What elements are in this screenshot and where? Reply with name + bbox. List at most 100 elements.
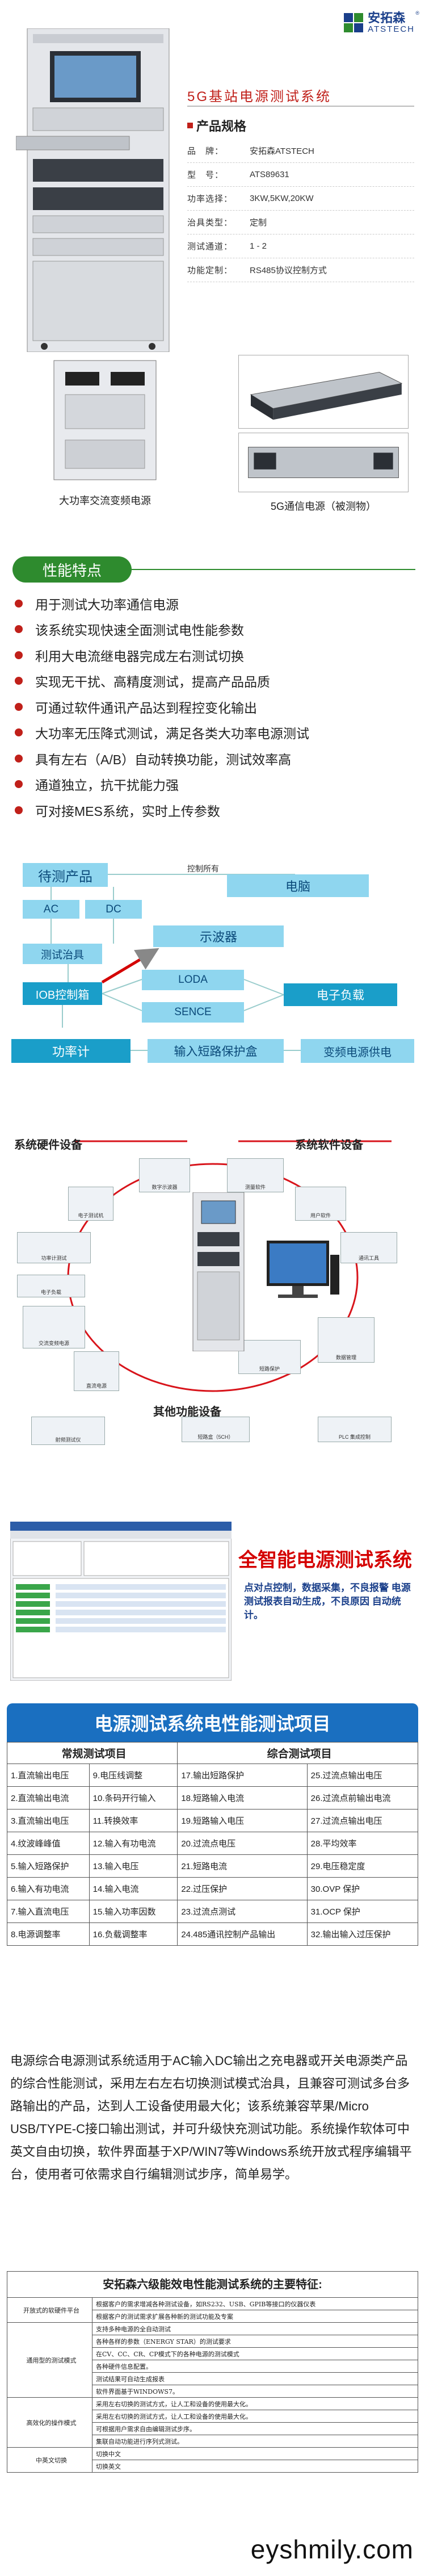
brand-logo-icon — [344, 13, 364, 32]
features-table-title: 安拓森六级能效电性能测试系统的主要特征: — [7, 2271, 418, 2297]
hw-dcs: 直流电源 — [74, 1351, 119, 1391]
table-row: 切换英文 — [7, 2460, 418, 2473]
dut-caption: 5G通信电源（被测物） — [270, 501, 376, 512]
software-desc: 点对点控制，数据采集，不良报警 电源测试报表自动生成，不良原因 自动统计。 — [244, 1582, 411, 1620]
flow-diagram: 待测产品 AC DC 控制所有 电脑 测试治具 示波器 IOB控制箱 LODA … — [0, 840, 425, 1090]
hwsw-diagram: 系统硬件设备 系统软件设备 其他功能设备 数字示波器 电子测试机 功率计测试 电… — [0, 1130, 425, 1448]
flow-loda: LODA — [142, 970, 244, 990]
hw-load: 功率计测试 — [17, 1232, 91, 1263]
flow-ac: AC — [23, 900, 79, 919]
bullet-icon — [15, 702, 23, 711]
brand-en: ATSTECH — [368, 24, 415, 34]
features-divider — [132, 569, 415, 570]
list-item: 通道独立，抗干扰能力强 — [15, 772, 412, 798]
spec-row: 品 牌：安拓森ATSTECH — [187, 139, 414, 163]
other-short-box: 短路盒（5CH） — [182, 1417, 250, 1442]
center-cabinet-image — [192, 1192, 245, 1351]
flow-ctrl-note: 控制所有 — [187, 864, 219, 873]
sw-measure: 测量软件 — [227, 1158, 284, 1192]
flow-dut: 待测产品 — [23, 863, 108, 887]
monitor-image — [267, 1241, 339, 1298]
list-item: 大功率无压降式测试，满足各类大功率电源测试 — [15, 720, 412, 746]
other-title: 其他功能设备 — [153, 1405, 221, 1418]
other-rf: 射频测试仪 — [31, 1417, 105, 1445]
features-list: 用于测试大功率通信电源 该系统实现快速全面测试电性能参数 利用大电流继电器完成左… — [15, 590, 412, 823]
page-title: 5G基站电源测试系统 — [187, 89, 332, 104]
flow-dc: DC — [85, 900, 142, 919]
flow-fixture: 测试治具 — [23, 944, 102, 964]
sw-user: 用户软件 — [295, 1187, 346, 1221]
bullet-icon — [15, 728, 23, 737]
dut-back-image — [238, 433, 409, 492]
features-heading: 性能特点 — [12, 556, 132, 583]
spec-row: 治具类型：定制 — [187, 211, 414, 234]
flow-protect: 输入短路保护盒 — [148, 1039, 284, 1063]
spec-row: 功率选择：3KW,5KW,20KW — [187, 187, 414, 211]
square-bullet-icon — [187, 123, 193, 128]
table-row: 开放式的软硬件平台根据客户的需求增减各种测试设备，如RS232、USB、GPIB… — [7, 2297, 418, 2323]
features-table: 开放式的软硬件平台根据客户的需求增减各种测试设备，如RS232、USB、GPIB… — [7, 2297, 418, 2473]
software-screenshot — [10, 1522, 232, 1681]
table-row: 集联自动功能进行序列式测试。 — [7, 2435, 418, 2448]
system-description: 电源综合电源测试系统适用于AC输入DC输出之充电器或开关电源类产品的综合性能测试… — [10, 2054, 412, 2181]
bullet-icon — [15, 677, 23, 685]
test-cabinet-image — [16, 28, 170, 352]
bullet-icon — [15, 754, 23, 763]
table-row: 通用型的测试模式支持多种电源的全自动测试 — [7, 2322, 418, 2398]
hw-meter: 电子测试机 — [68, 1187, 113, 1221]
spec-row: 型 号：ATS89631 — [187, 163, 414, 187]
list-item: 可对接MES系统，实时上传参数 — [15, 797, 412, 823]
spec-table: 品 牌：安拓森ATSTECH 型 号：ATS89631 功率选择：3KW,5KW… — [187, 139, 414, 282]
hw-acs: 交流变频电源 — [23, 1306, 85, 1348]
other-plc: PLC 集成控制 — [318, 1417, 392, 1442]
list-item: 实现无干扰、高精度测试，提高产品品质 — [15, 668, 412, 694]
watermark: eyshmily.com — [250, 2535, 414, 2564]
flow-ac-source: 变频电源供电 — [301, 1039, 414, 1063]
flow-scope: 示波器 — [153, 925, 284, 947]
flow-eload: 电子负载 — [284, 983, 397, 1006]
list-item: 该系统实现快速全面测试电性能参数 — [15, 617, 412, 643]
list-item: 用于测试大功率通信电源 — [15, 590, 412, 617]
table-row: 在CV、CC、CR、CP模式下的各种电源的测试模式 — [7, 2347, 418, 2360]
brand-logo: 安拓森 ATSTECH ® — [344, 10, 419, 34]
flow-iob: IOB控制箱 — [23, 982, 102, 1005]
software-title: 全智能电源测试系统 — [238, 1549, 412, 1571]
bullet-icon — [15, 599, 23, 608]
table-row: 高效化的操作模式采用左右切换的测试方式，让人工和设备的使用最大化。 — [7, 2397, 418, 2448]
bullet-icon — [15, 806, 23, 814]
spec-heading: 产品规格 — [187, 116, 246, 135]
spec-row: 测试通道：1 - 2 — [187, 234, 414, 258]
table-row: 中英文切换切换中文 — [7, 2447, 418, 2473]
brand-reg: ® — [415, 10, 419, 16]
list-item: 可通过软件通讯产品达到程控变化输出 — [15, 694, 412, 720]
title-divider — [187, 106, 414, 107]
list-item: 具有左右（A/B）自动转换功能，测试效率高 — [15, 745, 412, 772]
bullet-icon — [15, 625, 23, 634]
table-row: 采用左右切换的测试方式，让人工和设备的使用最大化。 — [7, 2410, 418, 2423]
header: 安拓森 ATSTECH ® 5G基站电源测试系统 产品规格 — [0, 0, 425, 133]
sw-data: 数据管理 — [318, 1317, 374, 1363]
dut-front-image — [238, 355, 409, 429]
ac-source-caption: 大功率交流变频电源 — [59, 495, 151, 506]
hw-prot: 短路保护 — [238, 1340, 301, 1374]
hw-title: 系统硬件设备 — [14, 1138, 82, 1151]
sw-title: 系统软件设备 — [295, 1138, 363, 1151]
spec-row: 功能定制：RS485协议控制方式 — [187, 258, 414, 282]
table-header-row: 常规测试项目 综合测试项目 — [6, 1742, 418, 1764]
test-table-title: 电源测试系统电性能测试项目 — [7, 1703, 418, 1742]
brand-cn: 安拓森 — [368, 11, 406, 25]
sw-comm: 通讯工具 — [340, 1232, 397, 1263]
hw-scope: 数字示波器 — [139, 1158, 190, 1192]
list-item: 利用大电流继电器完成左右测试切换 — [15, 642, 412, 668]
flow-pc: 电脑 — [227, 874, 369, 897]
hw-dc-load: 电子负载 — [17, 1275, 85, 1297]
